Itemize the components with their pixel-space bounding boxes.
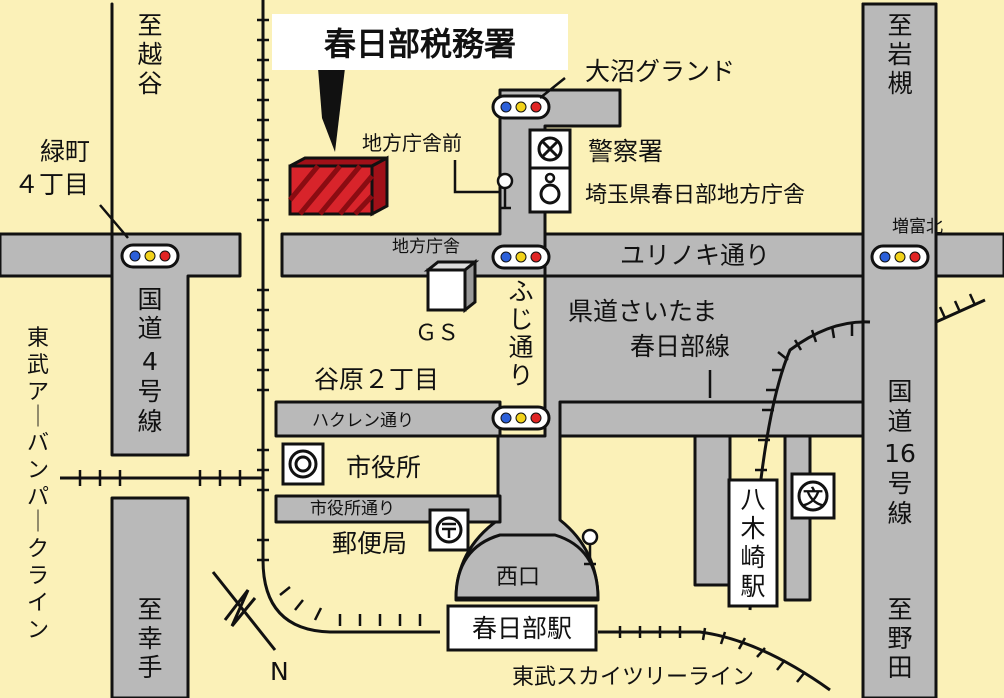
prefectural-road <box>558 400 865 438</box>
title: 春日部税務署 <box>324 25 516 63</box>
traffic-lights <box>120 94 930 431</box>
route16 <box>861 2 938 698</box>
police-icon <box>528 128 572 170</box>
road-network <box>280 2 938 698</box>
road-yurinoki: ユリノキ通り <box>620 241 770 270</box>
landmark-city-hall: 市役所 <box>346 453 421 482</box>
kasukabe-station-box[interactable] <box>446 604 598 652</box>
north-arrow-icon <box>211 571 277 651</box>
route4-south <box>110 496 190 698</box>
intersection-chihou-chousha: 地方庁舎 <box>392 237 460 257</box>
skytree-rail <box>598 630 831 692</box>
railway-urban-park-line: 東武ア｜バンパ｜クライン <box>27 326 49 643</box>
gas-station-icon <box>423 258 480 314</box>
intersection-yahara: 谷原２丁目 <box>314 365 439 394</box>
landmark-post-office: 郵便局 <box>332 529 407 558</box>
landmark-police: 警察署 <box>588 137 663 166</box>
yagisaki-station-box[interactable] <box>727 478 779 608</box>
title-box <box>272 14 568 70</box>
traffic-light-icon <box>491 94 551 120</box>
road-prefectural: 県道さいたま春日部線 <box>568 297 730 361</box>
traffic-light-icon <box>870 244 930 270</box>
government-office-icon <box>528 166 572 214</box>
tax-office-building[interactable] <box>288 155 389 217</box>
bus-stop-icon <box>581 528 599 566</box>
landmark-saitama-office: 埼玉県春日部地方庁舎 <box>585 183 805 208</box>
compass-n: N <box>270 657 289 686</box>
city-hall-icon <box>281 442 325 486</box>
title-pointer <box>318 68 345 152</box>
post-office-icon <box>428 508 470 552</box>
direction-iwatsuki: 至岩槻 <box>887 11 912 98</box>
intersection-midoricho: 緑町４丁目 <box>14 137 90 199</box>
railways-layer <box>60 0 986 692</box>
traffic-light-icon <box>120 243 180 269</box>
road-hakuren: ハクレン通り <box>312 411 414 431</box>
road-fuji-dori: ふじ通り <box>508 277 533 390</box>
intersection-masutomi-kita: 増富北 <box>892 217 943 237</box>
intersection-chihou-chousha-mae: 地方庁舎前 <box>362 131 462 155</box>
hakuren-road <box>274 400 502 438</box>
leader-lines <box>99 77 712 398</box>
intersection-oonuma: 大沼グランド <box>585 57 735 86</box>
landmark-kasukabe-station: 春日部駅 <box>472 614 572 643</box>
landmark-gs: ＧＳ <box>415 321 459 346</box>
direction-koshigaya: 至越谷 <box>137 11 162 98</box>
school-icon: 文 <box>790 472 836 520</box>
svg-text:文: 文 <box>803 485 824 509</box>
traffic-light-icon <box>491 405 551 431</box>
railway-skytree-line: 東武スカイツリーライン <box>512 665 754 690</box>
station-plaza <box>454 533 600 600</box>
midoricho-west-road <box>0 232 114 278</box>
route4-north <box>110 2 242 457</box>
road-shiyakusho-dori: 市役所通り <box>310 499 395 519</box>
bus-stop-icon <box>496 172 514 210</box>
direction-satte: 至幸手 <box>137 595 162 682</box>
urban-park-curve <box>261 559 440 634</box>
direction-noda: 至野田 <box>887 595 912 682</box>
traffic-light-icon <box>491 244 551 270</box>
landmark-yagisaki-station: 八木崎駅 <box>740 485 765 601</box>
landmark-nishiguchi: 西口 <box>496 565 540 590</box>
